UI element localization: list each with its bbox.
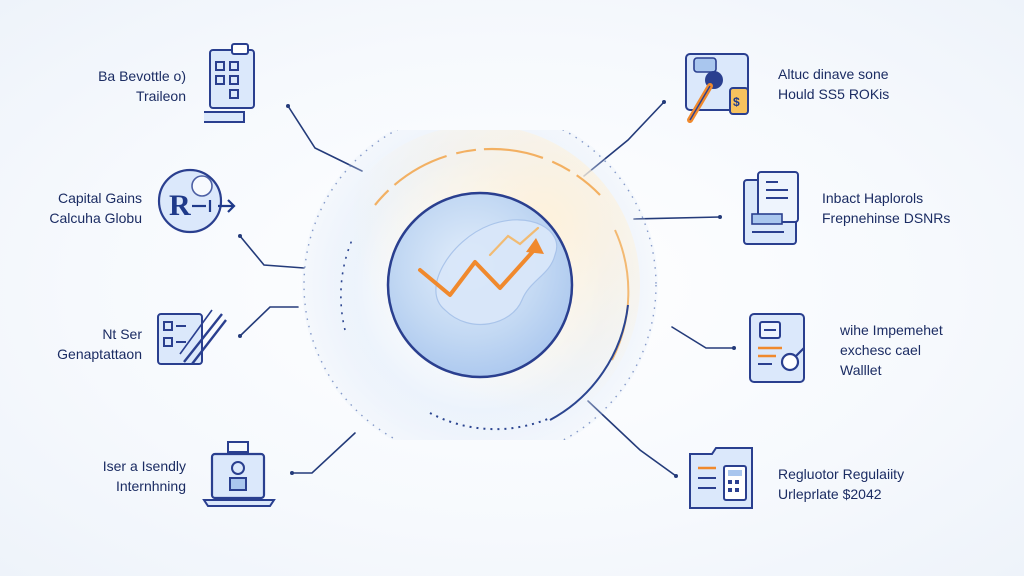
navy-arc-left	[340, 239, 353, 331]
left-node-4-line-2: Internhning	[115, 478, 186, 494]
upward-trend-chart-icon	[418, 226, 544, 297]
right-node-4-label: Regluotor Regulaiity Urleprlate $2042	[778, 464, 904, 504]
connector-right-4	[587, 400, 677, 477]
left-node-4-label: Iser a Isendly Internhning	[103, 456, 186, 496]
right-node-3-line-1: wihe Impemehet	[840, 322, 943, 338]
outer-dotted-ring	[303, 130, 657, 440]
laptop-user-icon	[202, 441, 276, 507]
left-node-1-line-2: Traileon	[135, 88, 186, 104]
svg-text:R: R	[169, 189, 191, 222]
right-node-4-line-2: Urleprlate $2042	[778, 486, 882, 502]
left-node-3-line-1: Nt Ser	[102, 326, 142, 342]
tax-forms-clipboard-icon	[204, 43, 255, 123]
right-node-2-line-1: Inbact Haplorols	[822, 190, 924, 206]
report-editing-pencil-icon	[157, 309, 227, 365]
regulatory-folder-calculator-icon	[689, 447, 753, 509]
connector-right-2	[633, 216, 721, 220]
central-hub	[302, 130, 658, 440]
left-node-1-label: Ba Bevottle o) Traileon	[98, 66, 186, 106]
connector-left-3	[239, 306, 299, 337]
right-node-3-line-3: Walllet	[840, 362, 882, 378]
wallet-calculator-icon	[749, 313, 805, 383]
right-node-1-label: Altuc dinave sone Hould SS5 ROKis	[778, 64, 889, 104]
svg-text:$: $	[733, 95, 740, 109]
navy-arc-right	[549, 304, 629, 421]
right-node-1-line-1: Altuc dinave sone	[778, 66, 889, 82]
left-node-2-line-2: Calcuha Globu	[49, 210, 142, 226]
left-node-2-label: Capital Gains Calcuha Globu	[49, 188, 142, 228]
left-node-2-line-1: Capital Gains	[57, 190, 142, 206]
left-node-1-line-1: Ba Bevottle o)	[98, 68, 186, 84]
left-node-4-line-1: Iser a Isendly	[102, 458, 186, 474]
right-node-3-label: wihe Impemehet exchesc cael Walllet	[840, 320, 943, 380]
right-node-3-line-2: exchesc cael	[840, 342, 921, 358]
currency-exchange-circle-icon: R	[157, 168, 236, 234]
connector-left-1	[287, 105, 363, 172]
right-node-4-line-1: Regluotor Regulaiity	[778, 466, 905, 482]
right-node-2-label: Inbact Haplorols Frepnehinse DSNRs	[822, 188, 950, 228]
right-node-1-line-2: Hould SS5 ROKis	[778, 86, 890, 102]
right-node-2-line-2: Frepnehinse DSNRs	[822, 210, 951, 226]
orange-arc-top	[374, 147, 601, 206]
left-node-3-line-2: Genaptattaon	[57, 346, 142, 362]
connector-left-2	[239, 235, 305, 269]
connector-right-3	[671, 326, 735, 349]
documents-stack-icon	[743, 171, 799, 245]
navy-arc-bottom	[429, 412, 551, 431]
security-tools-icon: $	[685, 53, 749, 123]
left-node-3-label: Nt Ser Genaptattaon	[57, 324, 142, 364]
connector-left-4	[291, 432, 356, 474]
